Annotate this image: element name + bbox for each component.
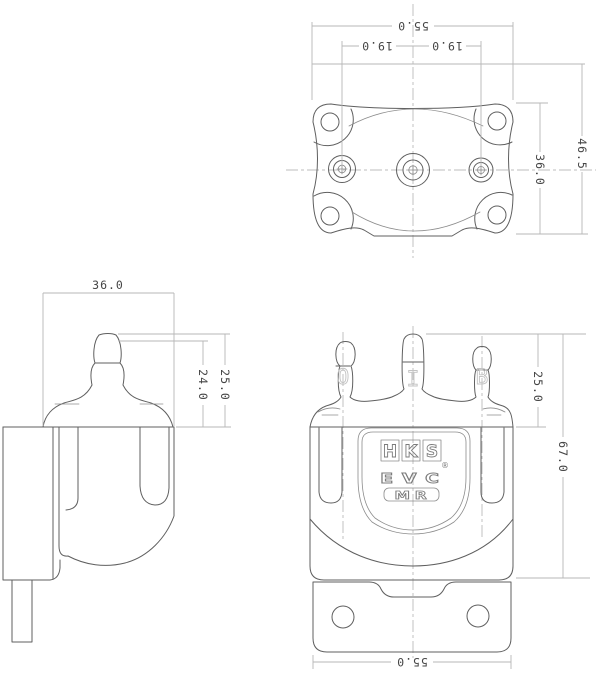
logo-letter-s: S [426, 442, 438, 462]
logo-letter-k: K [404, 442, 418, 462]
bracket-hole-left [331, 605, 355, 629]
top-view: 55.0 19.0 19.0 46.5 36.0 [286, 4, 596, 258]
port-center-top [396, 153, 430, 187]
mount-hole-top-left [320, 112, 340, 132]
dim-text-front-width: 55.0 [396, 655, 428, 669]
logo-box-s [422, 439, 442, 462]
side-view-body [58, 426, 175, 566]
logo-evc-text: EVC [380, 471, 447, 486]
front-view-top-profile [309, 333, 514, 428]
side-view-tab [11, 579, 33, 643]
dim-text-overall-depth: 46.5 [575, 138, 589, 170]
dim-text-side-depth: 36.0 [92, 278, 124, 292]
front-view-extension-lines [312, 333, 590, 669]
side-view-nozzle [42, 333, 174, 428]
dim-text-top-width: 55.0 [397, 19, 429, 33]
port-label-b: B [476, 365, 489, 389]
dim-text-pitch-left: 19.0 [361, 39, 393, 53]
top-view-lobe-arcs [313, 108, 513, 230]
logo-mr-text: MR [394, 489, 431, 502]
dim-text-pitch-right: 19.0 [431, 39, 463, 53]
dim-text-side-25: 25.0 [218, 369, 232, 401]
badge-inner-outline [361, 431, 467, 531]
bracket-hole-right [466, 604, 490, 628]
front-view: O I B H K S ® EVC MR 25.0 67.0 55.0 [309, 326, 590, 669]
top-view-outline [312, 103, 514, 237]
mount-hole-bottom-left [320, 206, 340, 226]
top-view-plateau-arcs [348, 108, 484, 232]
badge-outer-outline [357, 427, 471, 535]
port-label-out: O [337, 365, 350, 389]
side-view-bracket [2, 426, 61, 581]
dim-text-side-24: 24.0 [196, 369, 210, 401]
logo-box-k [401, 439, 421, 462]
front-view-nozzle-cap-lines [335, 361, 489, 371]
side-view: 36.0 24.0 25.0 [2, 278, 232, 643]
mount-hole-bottom-right [487, 205, 507, 225]
front-view-body [309, 426, 514, 581]
mount-hole-top-right [487, 111, 507, 131]
port-label-in: I [407, 367, 420, 391]
dim-text-front-25: 25.0 [531, 371, 545, 403]
front-view-groove-right [480, 427, 505, 504]
side-view-extension-lines [42, 293, 231, 428]
logo-box-h [380, 439, 400, 462]
front-view-groove-left [318, 427, 343, 504]
logo-letter-h: H [383, 442, 397, 462]
front-view-bracket [312, 581, 512, 653]
logo-registered-mark: ® [441, 461, 449, 470]
top-view-extension-lines [311, 22, 588, 235]
dim-text-front-67: 67.0 [556, 441, 570, 473]
dim-text-body-depth: 36.0 [533, 154, 547, 186]
front-view-bottom-arc [309, 518, 514, 567]
hks-logo-badge: H K S ® EVC MR [357, 427, 471, 535]
front-view-ear-ledges [317, 407, 506, 416]
logo-mr-box [383, 487, 440, 502]
